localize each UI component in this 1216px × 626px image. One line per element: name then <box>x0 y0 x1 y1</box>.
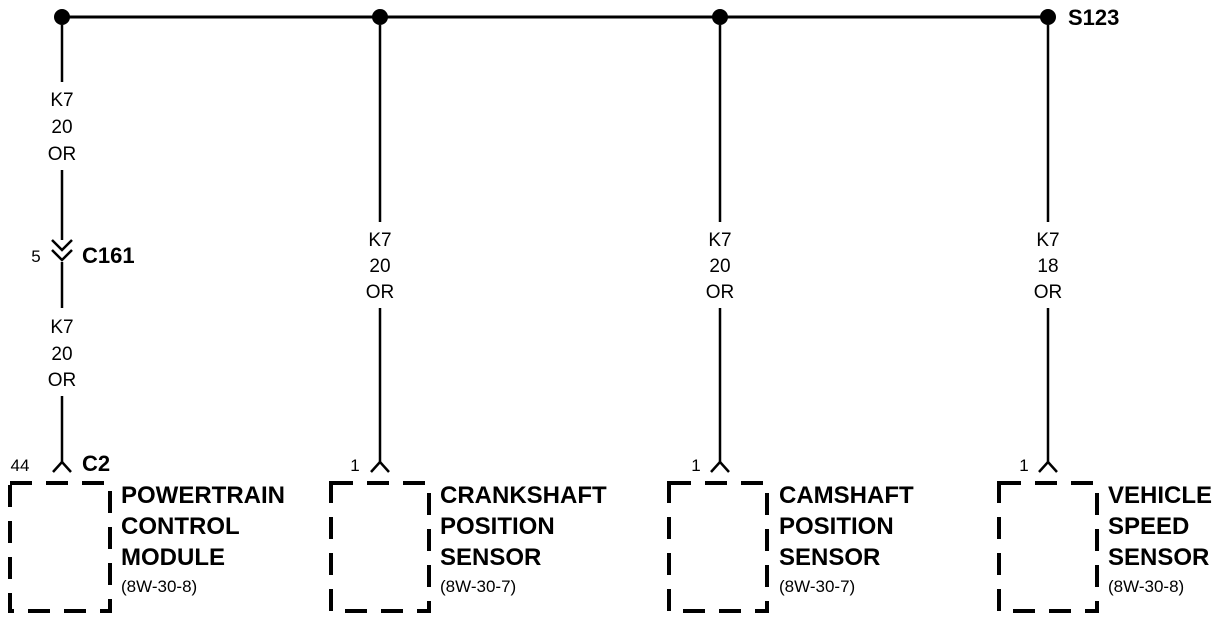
wire-color-label: OR <box>1034 282 1063 303</box>
component-box <box>667 481 769 613</box>
splice-node-3 <box>712 9 728 25</box>
terminal-pin: 1 <box>691 456 700 475</box>
terminal-icon <box>52 460 72 473</box>
component-name-line: CRANKSHAFT <box>440 482 607 509</box>
terminal-icon <box>1038 460 1058 473</box>
component-name-line: POWERTRAIN <box>121 482 285 509</box>
splice-node-1 <box>54 9 70 25</box>
component-box <box>997 481 1099 613</box>
wire-gauge-label: 18 <box>1037 256 1058 277</box>
terminal-pin: 1 <box>350 456 359 475</box>
branch-vehicle-speed-sensor: K7 18 OR 1 VEHICLE SPEED SENSOR (8W-30-8… <box>997 25 1212 613</box>
terminal-pin: 44 <box>11 456 30 475</box>
branch-camshaft-position-sensor: K7 20 OR 1 CAMSHAFT POSITION SENSOR (8W-… <box>667 25 914 613</box>
inline-connector-label: C161 <box>82 243 135 268</box>
terminal-pin: 1 <box>1019 456 1028 475</box>
wire-gauge-label: 20 <box>51 117 72 138</box>
splice-label: S123 <box>1068 5 1119 30</box>
wire-gauge-label: 20 <box>369 256 390 277</box>
component-name-line: POSITION <box>779 513 894 540</box>
wire-color-label: OR <box>706 282 735 303</box>
splice-node-2 <box>372 9 388 25</box>
component-name-line: CAMSHAFT <box>779 482 914 509</box>
component-ref: (8W-30-7) <box>440 577 516 596</box>
component-ref: (8W-30-8) <box>1108 577 1184 596</box>
wire-circuit-label: K7 <box>50 90 73 111</box>
inline-connector-icon <box>51 239 73 262</box>
branch-crankshaft-position-sensor: K7 20 OR 1 CRANKSHAFT POSITION SENSOR (8… <box>329 25 607 613</box>
component-connector: C2 <box>82 451 110 476</box>
component-name-line: CONTROL <box>121 513 240 540</box>
splice-node-4 <box>1040 9 1056 25</box>
inline-connector-pin: 5 <box>31 247 40 266</box>
wire-gauge-label: 20 <box>51 344 72 365</box>
terminal-icon <box>710 460 730 473</box>
wire-circuit-label: K7 <box>50 317 73 338</box>
wire-circuit-label: K7 <box>1036 230 1059 251</box>
component-ref: (8W-30-7) <box>779 577 855 596</box>
wire-circuit-label: K7 <box>708 230 731 251</box>
wire-color-label: OR <box>48 370 77 391</box>
component-name-line: SENSOR <box>1108 544 1209 571</box>
component-name-line: VEHICLE <box>1108 482 1212 509</box>
terminal-icon <box>370 460 390 473</box>
wire-circuit-label: K7 <box>368 230 391 251</box>
component-name-line: MODULE <box>121 544 225 571</box>
component-name-line: SPEED <box>1108 513 1189 540</box>
component-name-line: SENSOR <box>440 544 541 571</box>
branch-powertrain-control-module: K7 20 OR 5 C161 K7 20 OR 44 C2 POWERTRAI… <box>8 25 285 613</box>
component-name-line: POSITION <box>440 513 555 540</box>
component-box <box>8 481 112 613</box>
component-ref: (8W-30-8) <box>121 577 197 596</box>
component-name-line: SENSOR <box>779 544 880 571</box>
wire-color-label: OR <box>366 282 395 303</box>
component-box <box>329 481 431 613</box>
wire-color-label: OR <box>48 144 77 165</box>
wire-gauge-label: 20 <box>709 256 730 277</box>
